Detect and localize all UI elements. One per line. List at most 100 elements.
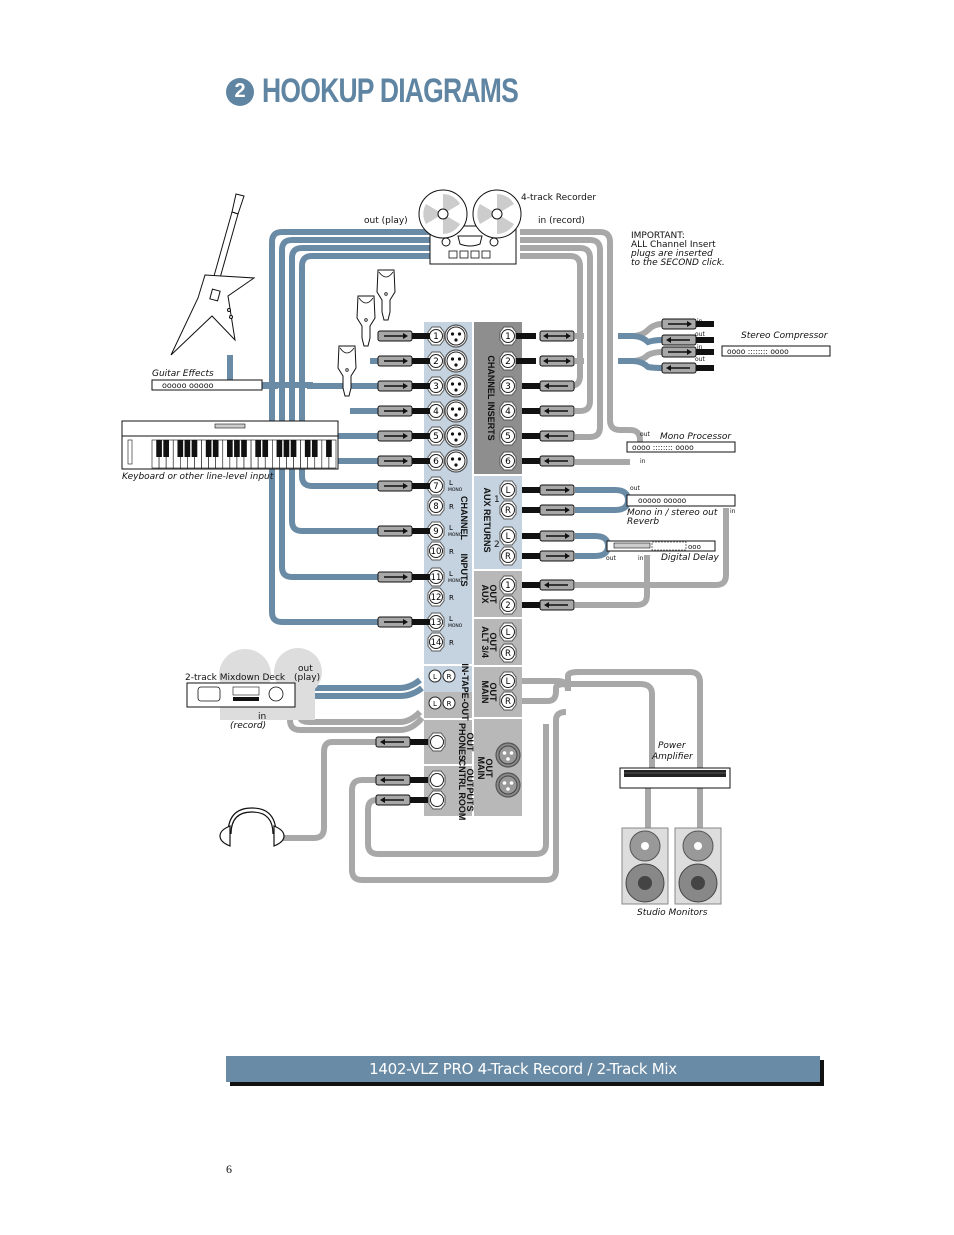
aux-return-plug[interactable]: [521, 504, 575, 516]
line-input-jack[interactable]: 3: [427, 376, 445, 396]
guitar-effects-label: Guitar Effects: [152, 369, 214, 379]
jack-label: L: [433, 700, 437, 708]
line-input-jack[interactable]: 2: [427, 351, 445, 371]
jack-label: L: [506, 532, 511, 542]
keyboard-label: Keyboard or other line-level input: [122, 472, 274, 482]
tape-rca-jack[interactable]: L: [428, 669, 442, 683]
aux-returns-label: AUX RETURNS: [482, 487, 492, 552]
xlr-mic-input[interactable]: [444, 399, 468, 423]
tape-rca-jack[interactable]: L: [428, 696, 442, 710]
ctrl-room-jack[interactable]: [428, 770, 446, 790]
ctrl-room-jack[interactable]: [428, 790, 446, 810]
xlr-plug[interactable]: [377, 405, 431, 417]
main-out-xlr-label-1: MAIN: [476, 757, 486, 780]
jack-number: 6: [505, 457, 511, 467]
xlr-plug[interactable]: [377, 330, 431, 342]
mixdown-in-label: in: [258, 712, 266, 722]
jack-number: 5: [433, 432, 439, 442]
xlr-mic-input[interactable]: [444, 324, 468, 348]
jack-side-label: R: [449, 594, 454, 602]
output-plug[interactable]: [375, 736, 429, 748]
compressor-plug[interactable]: [661, 362, 715, 374]
insert-plug[interactable]: [516, 355, 575, 367]
main-out-trs-jack[interactable]: L: [499, 671, 517, 691]
aux-return-jack[interactable]: R: [499, 500, 517, 520]
input-plug[interactable]: [377, 380, 431, 392]
line-input-jack[interactable]: 4: [427, 401, 445, 421]
aux-out-plug[interactable]: [521, 599, 575, 611]
main-out-xlr[interactable]: [495, 742, 521, 768]
main-out-trs-jack[interactable]: R: [499, 691, 517, 711]
alt-out-jack[interactable]: L: [499, 622, 517, 642]
stereo-compressor-label: Stereo Compressor: [741, 331, 829, 341]
channel-insert-jack[interactable]: 6: [499, 451, 517, 471]
input-plug[interactable]: [377, 616, 431, 628]
phones-jack[interactable]: [428, 732, 446, 752]
compressor-plug[interactable]: [661, 334, 715, 346]
aux-out-jack[interactable]: 2: [499, 595, 517, 615]
svg-text:ooo: ooo: [688, 543, 701, 551]
tape-rca-jack[interactable]: R: [442, 696, 456, 710]
aux-out-plug[interactable]: [521, 579, 575, 591]
output-plug[interactable]: [375, 774, 429, 786]
delay-out-label: out: [606, 555, 616, 562]
jack-number: 8: [433, 502, 438, 512]
input-plug[interactable]: [377, 571, 431, 583]
channel-insert-jack[interactable]: 5: [499, 426, 517, 446]
xlr-mic-input[interactable]: [444, 424, 468, 448]
aux-return-jack[interactable]: R: [499, 546, 517, 566]
guitar-cable: [227, 355, 380, 389]
insert-plug[interactable]: [521, 430, 575, 442]
xlr-mic-input[interactable]: [444, 449, 468, 473]
channel-insert-jack[interactable]: 1: [499, 326, 517, 346]
power-amplifier: [619, 767, 731, 789]
aux-return-plug[interactable]: [521, 530, 575, 542]
compressor-port-label: in: [697, 344, 703, 351]
compressor-port-label: in: [697, 318, 703, 325]
aux-return-plug[interactable]: [521, 550, 575, 562]
aux-return-jack[interactable]: L: [499, 526, 517, 546]
mixdown-deck: [186, 648, 322, 720]
line-input-jack[interactable]: 1: [427, 326, 445, 346]
keyboard-keys: [151, 439, 337, 469]
input-plug[interactable]: [377, 455, 431, 467]
insert-plug[interactable]: [516, 330, 575, 342]
xlr-plug[interactable]: [377, 355, 431, 367]
aux-return-plug[interactable]: [521, 484, 575, 496]
jack-side-label: L: [449, 524, 453, 532]
input-plug[interactable]: [377, 525, 431, 537]
compressor-plug[interactable]: [661, 318, 715, 330]
insert-plug[interactable]: [521, 380, 575, 392]
output-plug[interactable]: [375, 794, 429, 806]
channel-insert-jack[interactable]: 4: [499, 401, 517, 421]
line-input-jack[interactable]: 5: [427, 426, 445, 446]
jack-label: L: [506, 486, 511, 496]
svg-text:ooooo ooooo: ooooo ooooo: [162, 381, 214, 390]
mono-label: MONO: [448, 487, 463, 493]
channel-insert-jack[interactable]: 2: [499, 351, 517, 371]
main-out-xlr[interactable]: [495, 772, 521, 798]
line-input-jack[interactable]: 6: [427, 451, 445, 471]
xlr-mic-input[interactable]: [444, 349, 468, 373]
alt-out-jack[interactable]: R: [499, 643, 517, 663]
input-plug[interactable]: [377, 480, 431, 492]
input-plug[interactable]: [377, 430, 431, 442]
jack-label: 1: [505, 581, 510, 591]
aux-out-jack[interactable]: 1: [499, 575, 517, 595]
insert-plug[interactable]: [521, 455, 575, 467]
insert-plug[interactable]: [521, 405, 575, 417]
aux-return-jack[interactable]: L: [499, 480, 517, 500]
compressor-plug[interactable]: [661, 346, 715, 358]
xlr-mic-input[interactable]: [444, 374, 468, 398]
tape-rca-jack[interactable]: R: [442, 669, 456, 683]
channel-insert-jack[interactable]: 3: [499, 376, 517, 396]
monitor-out-cables: [282, 709, 567, 883]
